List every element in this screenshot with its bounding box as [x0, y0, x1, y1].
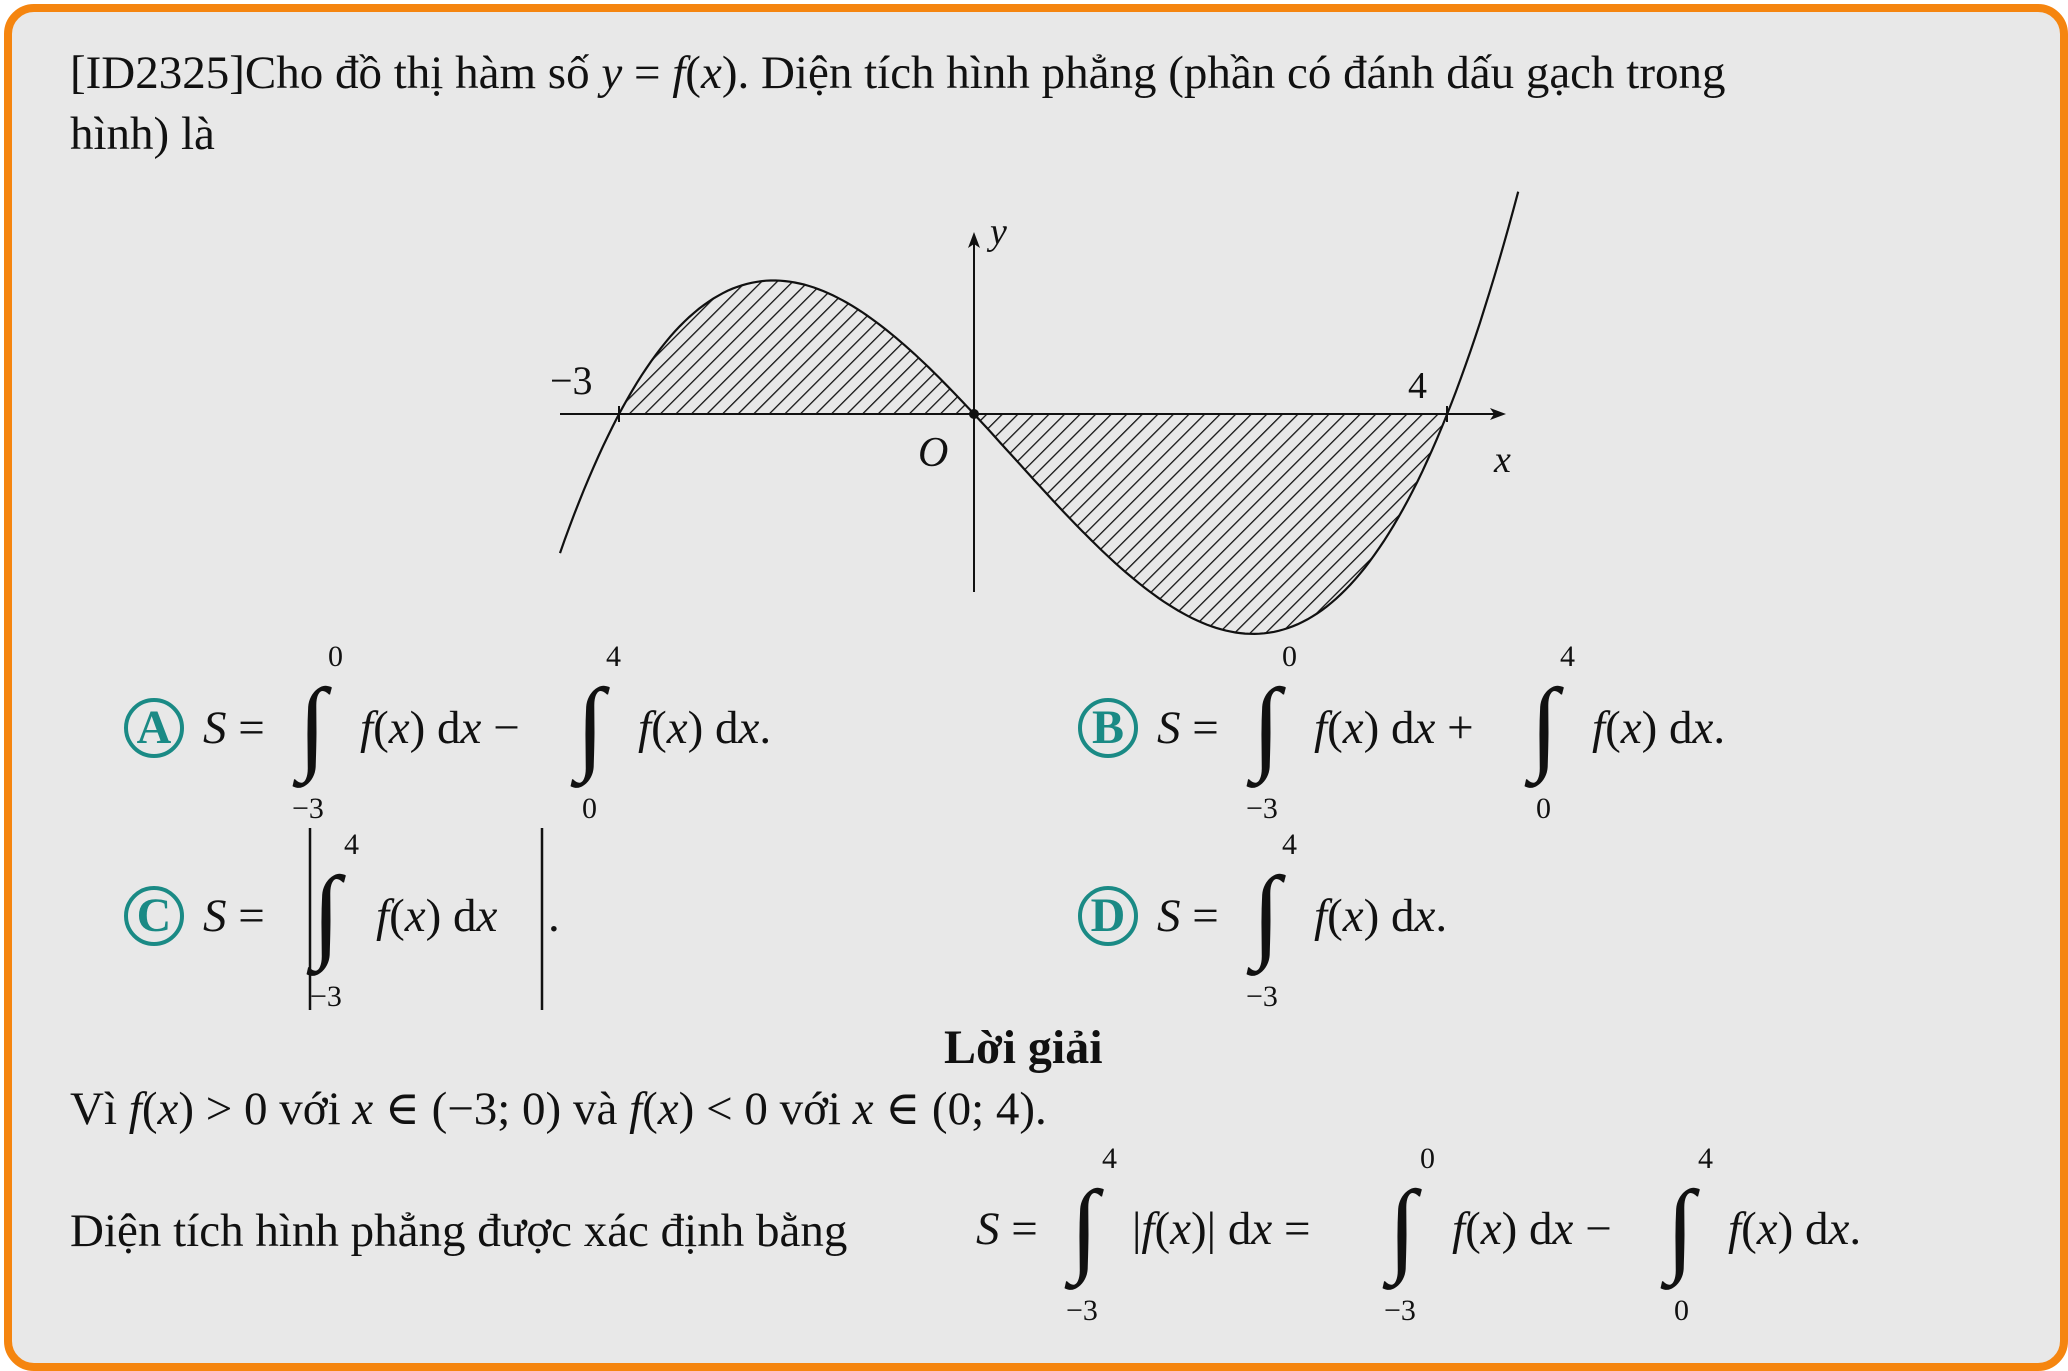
svg-text:S =: S = — [1157, 702, 1219, 754]
x-axis-label: x — [1493, 439, 1511, 481]
svg-text:f(x) dx.: f(x) dx. — [1728, 1203, 1861, 1255]
option-d-formula[interactable]: S = ∫ 4 −3 f(x) dx. — [1157, 828, 1447, 1013]
svg-text:0: 0 — [1536, 792, 1551, 825]
svg-text:f(x) dx −: f(x) dx − — [360, 702, 520, 754]
solution-line-2-prefix: Diện tích hình phẳng được xác định bằng — [70, 1205, 848, 1257]
option-a-badge[interactable]: A — [124, 698, 184, 758]
solution-line-1: Vì f(x) > 0 với x ∈ (−3; 0) và f(x) < 0 … — [70, 1083, 1047, 1135]
svg-text:0: 0 — [1282, 640, 1297, 673]
svg-text:∫: ∫ — [1246, 856, 1286, 976]
svg-text:−3: −3 — [1066, 1294, 1098, 1327]
option-c-formula[interactable]: S = ∫ 4 −3 f(x) dx . — [203, 828, 560, 1013]
svg-text:f(x) dx −: f(x) dx − — [1452, 1203, 1612, 1255]
svg-text:f(x) dx.: f(x) dx. — [638, 702, 771, 754]
option-d-badge[interactable]: D — [1078, 886, 1138, 946]
svg-text:∫: ∫ — [1660, 1170, 1700, 1290]
svg-text:0: 0 — [582, 792, 597, 825]
option-a-formula[interactable]: S = ∫ 0 −3 f(x) dx − ∫ 4 0 f(x) dx. — [203, 640, 771, 825]
origin-dot — [969, 409, 979, 419]
svg-text:∫: ∫ — [570, 668, 610, 788]
svg-text:S =: S = — [976, 1203, 1038, 1255]
question-line-1: [ID2325]Cho đồ thị hàm số y = f(x). Diện… — [70, 47, 1726, 99]
svg-text:−3: −3 — [1384, 1294, 1416, 1327]
y-axis-label: y — [986, 211, 1007, 253]
svg-text:4: 4 — [1560, 640, 1575, 673]
origin-label: O — [918, 430, 948, 476]
solution-heading: Lời giải — [944, 1021, 1103, 1074]
svg-text:∫: ∫ — [1064, 1170, 1104, 1290]
right-root-label: 4 — [1408, 365, 1427, 407]
svg-text:∫: ∫ — [1246, 668, 1286, 788]
svg-text:−3: −3 — [1246, 792, 1278, 825]
svg-text:|f(x)| dx =: |f(x)| dx = — [1132, 1203, 1310, 1255]
svg-text:4: 4 — [606, 640, 621, 673]
svg-text:4: 4 — [1102, 1142, 1117, 1175]
svg-text:0: 0 — [328, 640, 343, 673]
option-d-letter: D — [1090, 889, 1126, 942]
svg-text:S =: S = — [1157, 890, 1219, 942]
svg-text:f(x) dx.: f(x) dx. — [1592, 702, 1725, 754]
svg-text:∫: ∫ — [292, 668, 332, 788]
svg-text:S =: S = — [203, 702, 265, 754]
option-b-badge[interactable]: B — [1078, 698, 1138, 758]
option-c-badge[interactable]: C — [124, 886, 184, 946]
svg-text:.: . — [548, 890, 560, 942]
function-curve — [558, 191, 1520, 636]
svg-text:−3: −3 — [292, 792, 324, 825]
svg-text:4: 4 — [1698, 1142, 1713, 1175]
question-line-2: hình) là — [70, 108, 215, 160]
svg-text:f(x) dx.: f(x) dx. — [1314, 890, 1447, 942]
problem-card — [4, 4, 2068, 1371]
svg-text:S =: S = — [203, 890, 265, 942]
svg-text:0: 0 — [1674, 1294, 1689, 1327]
svg-text:∫: ∫ — [1524, 668, 1564, 788]
svg-text:−3: −3 — [310, 980, 342, 1013]
left-root-label: −3 — [550, 358, 593, 403]
svg-text:∫: ∫ — [306, 856, 346, 976]
svg-text:4: 4 — [1282, 828, 1297, 861]
option-c-letter: C — [136, 889, 172, 942]
svg-text:4: 4 — [344, 828, 359, 861]
svg-text:−3: −3 — [1246, 980, 1278, 1013]
shaded-region-left — [619, 280, 974, 414]
svg-text:f(x) dx +: f(x) dx + — [1314, 702, 1474, 754]
svg-text:∫: ∫ — [1382, 1170, 1422, 1290]
svg-text:f(x) dx: f(x) dx — [376, 890, 498, 942]
shaded-region-right — [974, 414, 1448, 634]
svg-text:0: 0 — [1420, 1142, 1435, 1175]
option-b-letter: B — [1091, 701, 1124, 754]
y-axis-arrow — [968, 232, 980, 248]
option-b-formula[interactable]: S = ∫ 0 −3 f(x) dx + ∫ 4 0 f(x) dx. — [1157, 640, 1725, 825]
x-axis-arrow — [1490, 408, 1506, 420]
option-a-letter: A — [136, 701, 172, 754]
